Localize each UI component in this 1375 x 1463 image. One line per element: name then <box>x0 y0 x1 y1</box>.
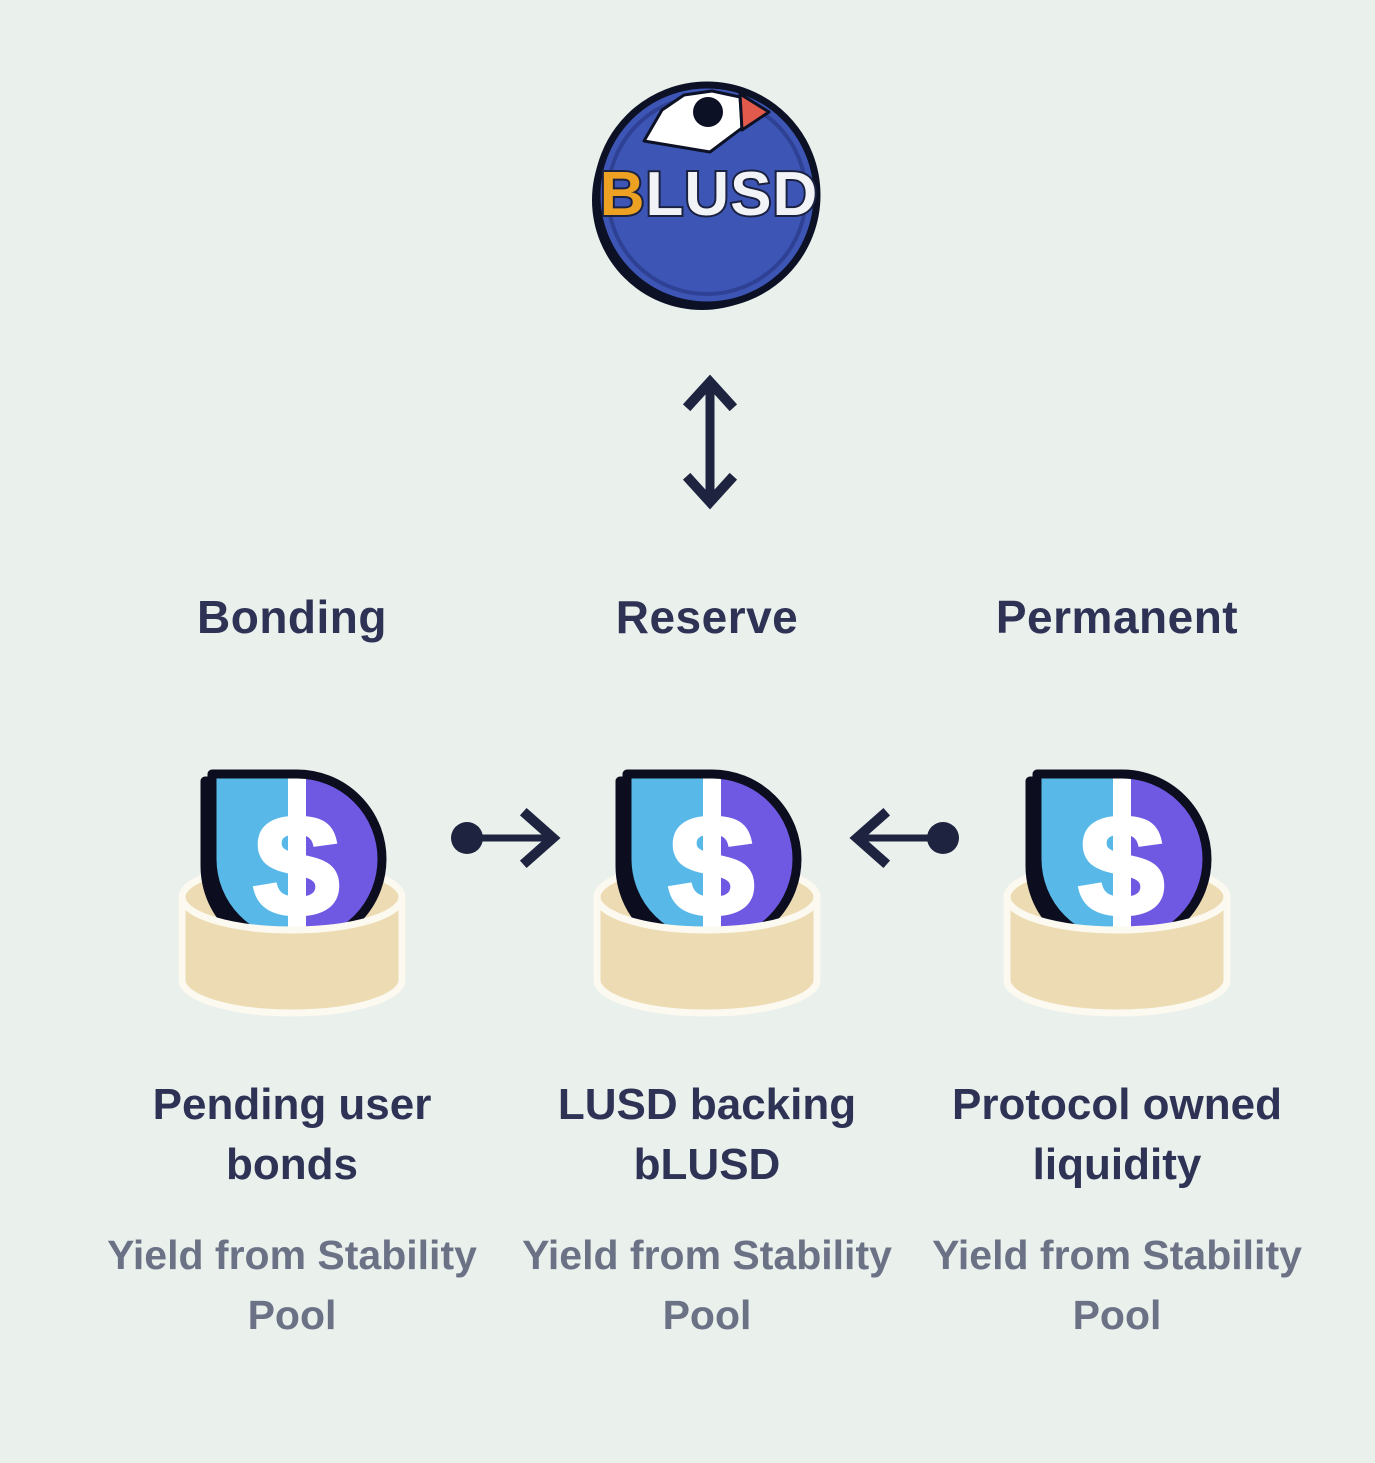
column-title: Permanent <box>995 591 1239 643</box>
column-permanent: Permanent Protocol owned liquidity Yield… <box>932 585 1302 1345</box>
column-heading: Protocol owned liquidity <box>952 1080 1282 1189</box>
column-subtitle: Yield from Stability Pool <box>522 1232 892 1338</box>
blusd-label-prefix: B <box>600 160 646 229</box>
blusd-coin-icon: BLUSD <box>592 81 821 310</box>
column-heading: LUSD backing bLUSD <box>557 1080 857 1189</box>
lusd-bucket-icon <box>582 758 832 1038</box>
column-subtitle: Yield from Stability Pool <box>932 1232 1302 1338</box>
arrow-permanent-to-reserve-icon <box>849 807 959 869</box>
column-title: Reserve <box>615 591 799 643</box>
column-subtitle: Yield from Stability Pool <box>107 1232 477 1338</box>
column-reserve: Reserve LUSD backing bLUSD Yield from St… <box>522 585 892 1345</box>
bird-beak-icon <box>738 92 771 132</box>
blusd-coin-label: BLUSD <box>600 160 819 229</box>
arrow-bonding-to-reserve-icon <box>451 807 561 869</box>
column-heading: Pending user bonds <box>152 1080 432 1189</box>
arrow-head-right <box>519 807 561 869</box>
arrow-head-left <box>849 807 891 869</box>
column-title: Bonding <box>197 591 387 643</box>
vertical-double-arrow-icon <box>682 374 738 510</box>
lusd-bucket-icon <box>992 758 1242 1038</box>
bird-eye-icon <box>693 97 723 127</box>
lusd-bucket-icon <box>167 758 417 1038</box>
blusd-label-rest: LUSD <box>646 160 819 229</box>
column-bonding: Bonding Pending user bonds Yield from St… <box>107 585 477 1345</box>
